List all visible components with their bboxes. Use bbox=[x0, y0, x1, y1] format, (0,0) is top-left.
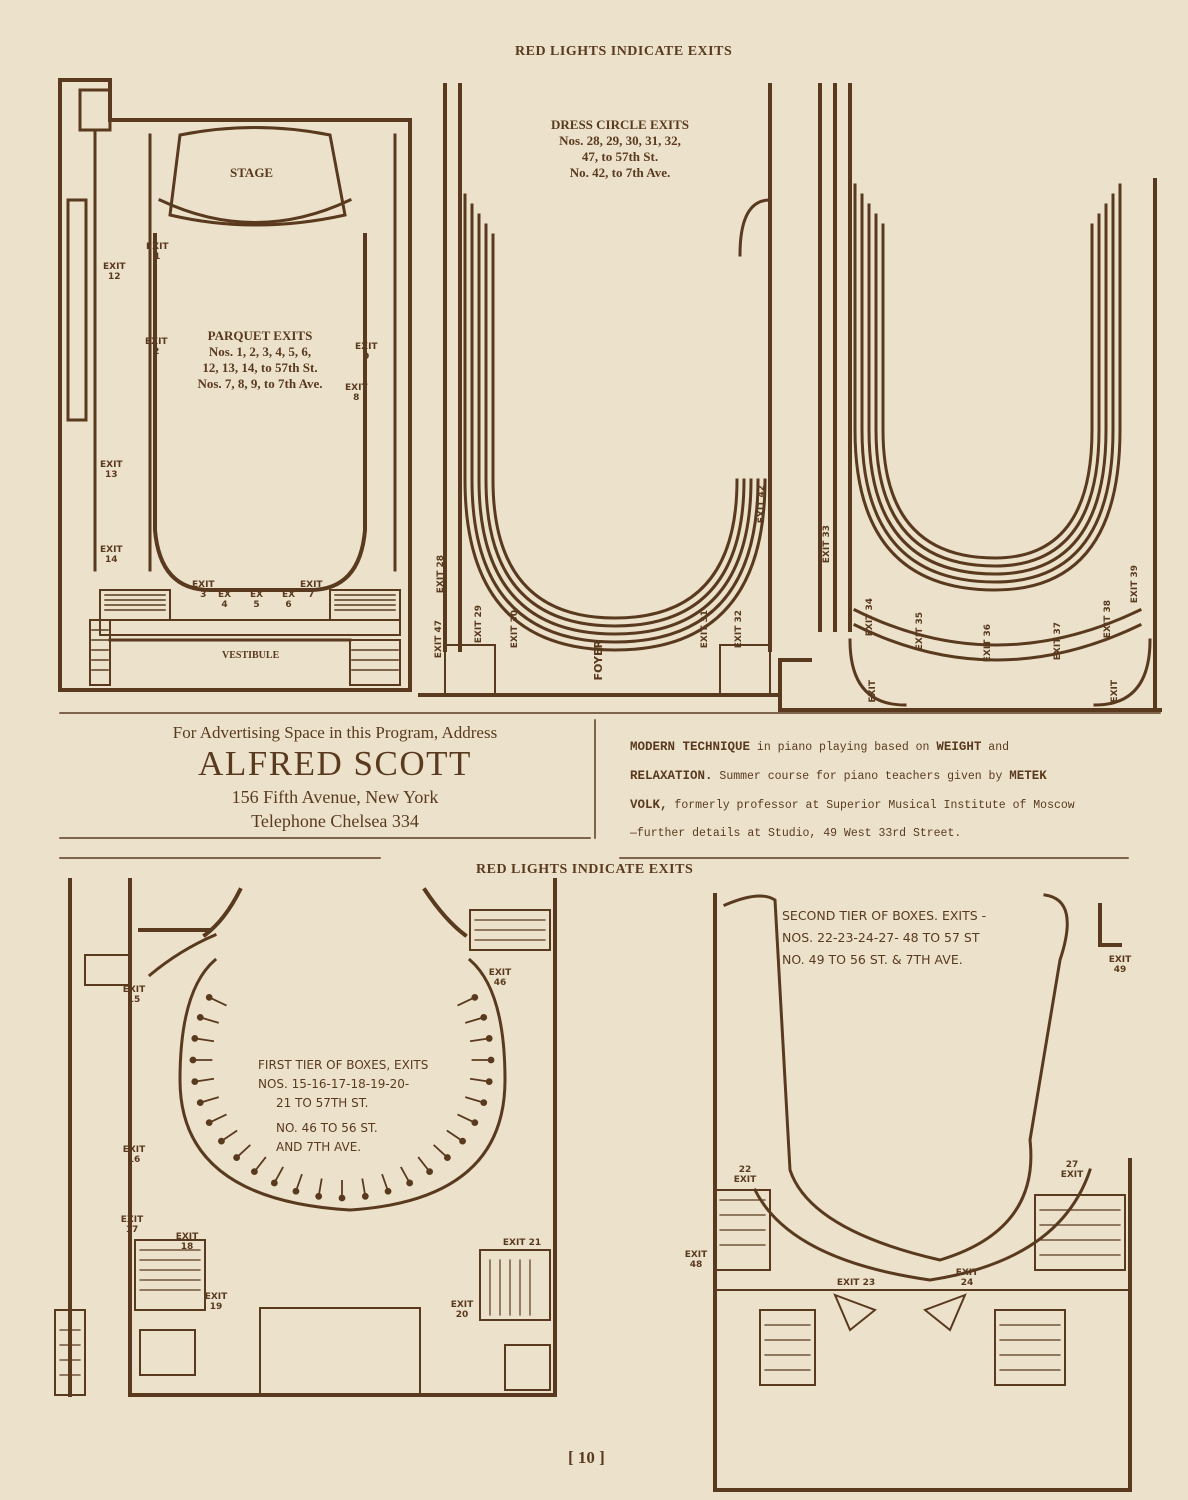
box-door bbox=[361, 1192, 369, 1200]
exit-37: EXIT 37 bbox=[1053, 622, 1063, 661]
exit-21: EXIT 21 bbox=[502, 1238, 542, 1248]
second-tier-text: SECOND TIER OF BOXES. EXITS - NOS. 22-23… bbox=[782, 908, 987, 967]
box-door bbox=[292, 1187, 300, 1195]
box-door bbox=[205, 1119, 213, 1127]
exit-right: EXIT bbox=[1110, 680, 1120, 703]
exit-48: EXIT 48 bbox=[684, 1250, 708, 1270]
box-door bbox=[191, 1035, 199, 1042]
exit-34: EXIT 34 bbox=[865, 598, 875, 637]
page-number: [ 10 ] bbox=[568, 1448, 605, 1467]
box-door bbox=[471, 1119, 479, 1127]
exit-19: EXIT 19 bbox=[204, 1292, 228, 1312]
exit-15: EXIT 15 bbox=[122, 985, 146, 1005]
box-door bbox=[196, 1013, 204, 1021]
exit-35: EXIT 35 bbox=[915, 612, 925, 651]
exit-16: EXIT 16 bbox=[122, 1145, 146, 1165]
vestibule-label: VESTIBULE bbox=[222, 650, 280, 661]
foyer-label: FOYER bbox=[592, 640, 605, 681]
box-door bbox=[426, 1168, 434, 1176]
box-door bbox=[406, 1179, 414, 1187]
exit-17: EXIT 17 bbox=[120, 1215, 144, 1235]
exit-49: EXIT 49 bbox=[1108, 955, 1132, 975]
dress-circle-exits-text: DRESS CIRCLE EXITS Nos. 28, 29, 30, 31, … bbox=[551, 117, 689, 180]
box-door bbox=[487, 1056, 495, 1064]
advertising-block: For Advertising Space in this Program, A… bbox=[100, 723, 570, 833]
box-door bbox=[480, 1013, 488, 1021]
box-door bbox=[250, 1168, 258, 1176]
piano-technique-ad: MODERN TECHNIQUE in piano playing based … bbox=[630, 740, 1075, 840]
exit-36: EXIT 36 bbox=[983, 624, 993, 663]
box-door bbox=[485, 1078, 493, 1085]
exit-32: EXIT 32 bbox=[734, 610, 744, 649]
box-door bbox=[384, 1187, 392, 1195]
middle-header: RED LIGHTS INDICATE EXITS bbox=[476, 862, 694, 877]
exit-31: EXIT 31 bbox=[700, 610, 710, 649]
exit-42: EXIT 42 bbox=[757, 485, 767, 524]
exit-20: EXIT 20 bbox=[450, 1300, 474, 1320]
exit-47: EXIT 47 bbox=[434, 620, 444, 659]
box-door bbox=[338, 1194, 346, 1202]
ad-address: 156 Fifth Avenue, New York bbox=[231, 787, 439, 807]
box-door bbox=[459, 1137, 466, 1145]
box-door bbox=[485, 1035, 493, 1042]
box-door bbox=[189, 1056, 197, 1064]
ad-name: ALFRED SCOTT bbox=[198, 744, 472, 783]
box-door bbox=[471, 993, 479, 1001]
ad-heading: For Advertising Space in this Program, A… bbox=[172, 723, 498, 742]
exit-27: 27 EXIT bbox=[1060, 1160, 1084, 1180]
top-header: RED LIGHTS INDICATE EXITS bbox=[515, 44, 733, 59]
box-door bbox=[205, 993, 213, 1001]
first-tier-text: FIRST TIER OF BOXES, EXITS NOS. 15-16-17… bbox=[258, 1058, 429, 1154]
exit-23: EXIT 23 bbox=[836, 1278, 876, 1288]
exit-28: EXIT 28 bbox=[436, 555, 446, 594]
stage-label: STAGE bbox=[230, 165, 274, 180]
box-door bbox=[443, 1154, 451, 1161]
exit-left: EXIT bbox=[868, 680, 878, 703]
box-door bbox=[191, 1078, 199, 1085]
exit-38: EXIT 38 bbox=[1103, 600, 1113, 639]
exit-46: EXIT 46 bbox=[488, 968, 512, 988]
exit-24: EXIT 24 bbox=[955, 1268, 979, 1288]
box-door bbox=[270, 1179, 278, 1187]
box-door bbox=[218, 1137, 225, 1145]
parquet-exits-text: PARQUET EXITS Nos. 1, 2, 3, 4, 5, 6, 12,… bbox=[197, 328, 323, 391]
box-door bbox=[480, 1099, 488, 1107]
ad-phone: Telephone Chelsea 334 bbox=[251, 811, 419, 831]
exit-33: EXIT 33 bbox=[822, 525, 832, 564]
box-door bbox=[196, 1099, 204, 1107]
exit-29: EXIT 29 bbox=[474, 605, 484, 644]
exit-30: EXIT 30 bbox=[510, 610, 520, 649]
exit-18: EXIT 18 bbox=[175, 1232, 199, 1252]
exit-22: 22 EXIT bbox=[733, 1165, 757, 1185]
exit-39: EXIT 39 bbox=[1130, 565, 1140, 604]
box-door bbox=[315, 1192, 323, 1200]
box-door bbox=[233, 1154, 241, 1161]
